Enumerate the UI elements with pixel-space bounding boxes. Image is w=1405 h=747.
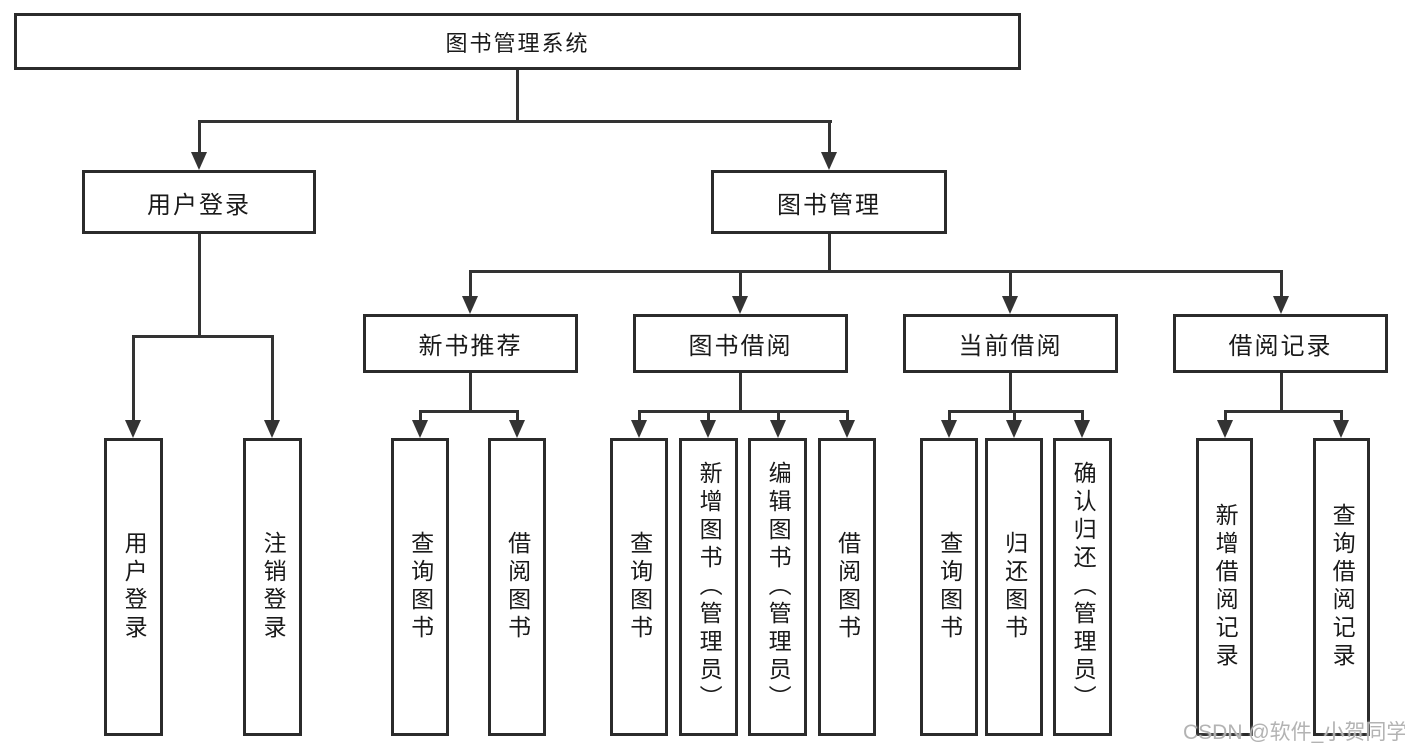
connector-line	[828, 120, 831, 154]
connector-line	[1280, 373, 1283, 413]
node-book-borrowing: 图书借阅	[633, 314, 848, 373]
arrow-down-icon	[191, 152, 207, 170]
connector-line	[948, 410, 951, 422]
node-borrow-records: 借阅记录	[1173, 314, 1388, 373]
leaf-add-book-admin: 新增图书（管理员）	[679, 438, 738, 736]
connector-line	[1224, 410, 1343, 413]
arrow-down-icon	[631, 420, 647, 438]
arrow-down-icon	[839, 420, 855, 438]
node-root-label: 图书管理系统	[445, 30, 590, 56]
connector-line	[777, 410, 780, 422]
leaf-query-borrow-record-label: 查询借阅记录	[1329, 503, 1356, 671]
connector-line	[271, 335, 274, 423]
connector-line	[1340, 410, 1343, 422]
leaf-logout: 注销登录	[243, 438, 302, 736]
arrow-down-icon	[1333, 420, 1349, 438]
node-current-borrowing-label: 当前借阅	[958, 333, 1063, 360]
arrow-down-icon	[1006, 420, 1022, 438]
leaf-borrow-books: 借阅图书	[818, 438, 876, 736]
leaf-query-books-recommend-label: 查询图书	[407, 531, 434, 643]
leaf-confirm-return-admin: 确认归还（管理员）	[1053, 438, 1112, 736]
leaf-query-books-current-label: 查询图书	[936, 531, 963, 643]
arrow-down-icon	[1002, 296, 1018, 314]
watermark: CSDN @软件_小贺同学	[1183, 721, 1405, 744]
connector-line	[132, 335, 135, 423]
connector-line	[1224, 410, 1227, 422]
arrow-down-icon	[700, 420, 716, 438]
leaf-query-books-recommend: 查询图书	[391, 438, 449, 736]
arrow-down-icon	[125, 420, 141, 438]
leaf-add-borrow-record: 新增借阅记录	[1196, 438, 1253, 736]
connector-line	[469, 373, 472, 413]
node-user-login: 用户登录	[82, 170, 316, 234]
connector-line	[828, 234, 831, 273]
arrow-down-icon	[462, 296, 478, 314]
leaf-borrow-books-recommend-label: 借阅图书	[504, 531, 531, 643]
leaf-borrow-books-label: 借阅图书	[834, 531, 861, 643]
leaf-query-books-borrowing: 查询图书	[610, 438, 668, 736]
connector-line	[1013, 410, 1016, 422]
connector-line	[469, 270, 472, 298]
leaf-user-login: 用户登录	[104, 438, 163, 736]
node-book-management-label: 图书管理	[777, 191, 881, 219]
leaf-edit-book-admin-label: 编辑图书（管理员）	[765, 461, 792, 713]
arrow-down-icon	[821, 152, 837, 170]
connector-line	[198, 234, 201, 338]
connector-line	[419, 410, 519, 413]
node-book-borrowing-label: 图书借阅	[688, 333, 793, 360]
leaf-add-book-admin-label: 新增图书（管理员）	[696, 461, 723, 713]
node-root: 图书管理系统	[14, 13, 1021, 70]
arrow-down-icon	[941, 420, 957, 438]
leaf-user-login-label: 用户登录	[121, 531, 148, 643]
connector-line	[1009, 270, 1012, 298]
connector-line	[707, 410, 710, 422]
arrow-down-icon	[1074, 420, 1090, 438]
leaf-query-books-borrowing-label: 查询图书	[626, 531, 653, 643]
node-new-book-recommend-label: 新书推荐	[418, 333, 523, 360]
arrow-down-icon	[770, 420, 786, 438]
arrow-down-icon	[732, 296, 748, 314]
connector-line	[419, 410, 422, 422]
leaf-logout-label: 注销登录	[260, 531, 287, 643]
arrow-down-icon	[1217, 420, 1233, 438]
connector-line	[638, 410, 641, 422]
leaf-confirm-return-admin-label: 确认归还（管理员）	[1070, 461, 1097, 713]
node-borrow-records-label: 借阅记录	[1228, 333, 1333, 360]
leaf-borrow-books-recommend: 借阅图书	[488, 438, 546, 736]
connector-line	[516, 410, 519, 422]
connector-line	[1009, 373, 1012, 413]
connector-line	[846, 410, 849, 422]
connector-line	[516, 70, 519, 122]
leaf-return-book: 归还图书	[985, 438, 1043, 736]
connector-line	[739, 270, 742, 298]
node-book-management: 图书管理	[711, 170, 947, 234]
leaf-add-borrow-record-label: 新增借阅记录	[1212, 503, 1239, 671]
connector-line	[1081, 410, 1084, 422]
leaf-edit-book-admin: 编辑图书（管理员）	[748, 438, 807, 736]
arrow-down-icon	[509, 420, 525, 438]
node-new-book-recommend: 新书推荐	[363, 314, 578, 373]
connector-line	[638, 410, 848, 413]
node-user-login-label: 用户登录	[147, 191, 251, 219]
arrow-down-icon	[412, 420, 428, 438]
connector-line	[739, 373, 742, 413]
connector-line	[1280, 270, 1283, 298]
arrow-down-icon	[264, 420, 280, 438]
connector-line	[198, 120, 201, 154]
leaf-query-borrow-record: 查询借阅记录	[1313, 438, 1370, 736]
leaf-query-books-current: 查询图书	[920, 438, 978, 736]
connector-line	[469, 270, 1283, 273]
leaf-return-book-label: 归还图书	[1001, 531, 1028, 643]
arrow-down-icon	[1273, 296, 1289, 314]
connector-line	[132, 335, 274, 338]
connector-line	[198, 120, 832, 123]
node-current-borrowing: 当前借阅	[903, 314, 1118, 373]
